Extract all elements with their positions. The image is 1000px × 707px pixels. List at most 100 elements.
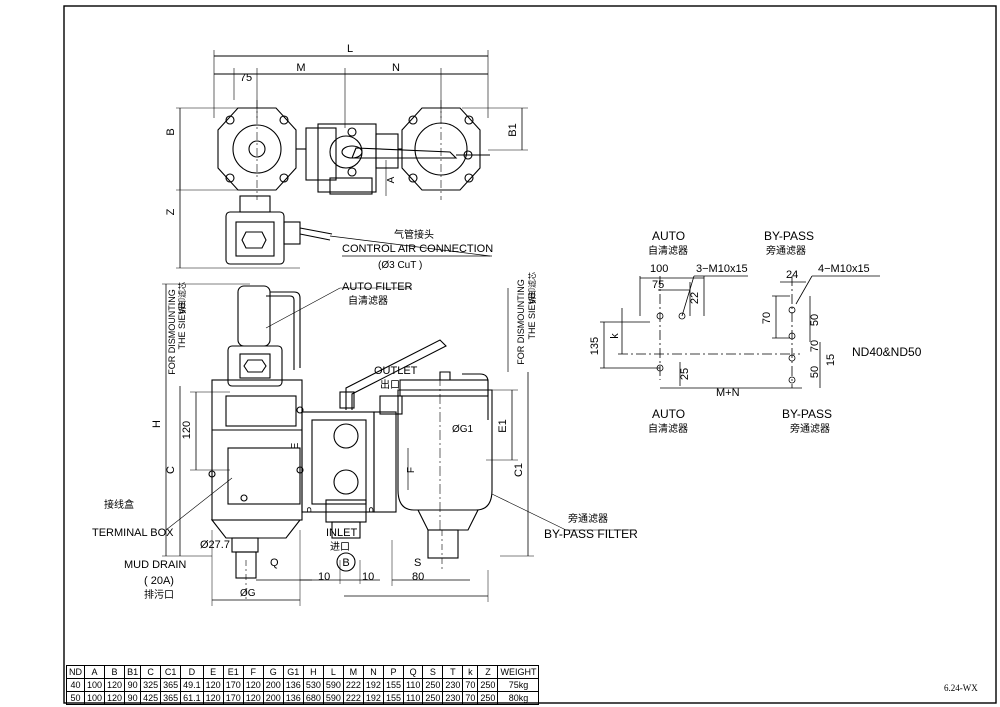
table-cell: 155: [382, 678, 404, 692]
table-cell: k: [462, 665, 479, 679]
table-cell: 680: [302, 691, 324, 705]
table-cell: F: [242, 665, 264, 679]
table-cell: 120: [202, 678, 224, 692]
detail-dim-50a: 50: [809, 314, 821, 326]
table-cell: 250: [477, 691, 499, 705]
bypass-filter-cn: 旁通滤器: [568, 512, 608, 525]
table-cell: 120: [104, 678, 126, 692]
detail-bypass2-en: BY-PASS: [782, 407, 832, 421]
detail-dim-k: k: [609, 333, 621, 339]
table-cell: 325: [140, 678, 162, 692]
table-cell: 170: [222, 678, 244, 692]
table-cell: 75kg: [497, 678, 540, 692]
table-cell: 230: [442, 678, 464, 692]
table-cell: G1: [282, 665, 304, 679]
table-cell: 155: [382, 691, 404, 705]
table-cell: 110: [402, 678, 424, 692]
dim-27-7: Ø27.7: [200, 539, 230, 551]
inlet-cn: 进口: [330, 541, 350, 553]
table-cell: 110: [402, 691, 424, 705]
detail-dim-50b: 50: [809, 366, 821, 378]
table-cell: 230: [442, 691, 464, 705]
dim-80: 80: [412, 571, 424, 583]
detail-dim-15: 15: [825, 354, 837, 366]
table-cell: ND: [66, 665, 85, 679]
dim-P-left: P: [306, 506, 317, 513]
drawing-code: 6.24-WX: [944, 683, 978, 693]
table-cell: 530: [302, 678, 324, 692]
table-cell: C: [140, 665, 162, 679]
auto-filter-en: AUTO FILTER: [342, 281, 413, 293]
table-cell: B1: [124, 665, 142, 679]
mud-drain-en: MUD DRAIN: [124, 559, 186, 571]
dim-10-right: 10: [362, 571, 374, 583]
table-cell: G: [262, 665, 284, 679]
table-cell: 200: [262, 678, 284, 692]
dismount-left-en1: FOR DISMOUNTING: [167, 289, 177, 375]
auto-filter-cn: 自清滤器: [348, 294, 388, 307]
detail-dim-25: 25: [679, 368, 691, 380]
table-cell: 100: [83, 691, 106, 705]
dim-A: A: [386, 176, 397, 183]
table-cell: M: [342, 665, 364, 679]
dim-G: ØG: [240, 588, 256, 599]
table-cell: 250: [477, 678, 499, 692]
detail-bypass-cn: 旁通滤器: [766, 244, 806, 257]
detail-dim-75: 75: [652, 279, 664, 291]
table-cell: L: [322, 665, 344, 679]
terminal-box-cn: 接线盒: [104, 498, 134, 511]
dim-L: L: [347, 43, 353, 55]
table-cell: 70: [462, 678, 479, 692]
detail-nd-size: ND40&ND50: [852, 345, 922, 359]
dim-N: N: [392, 62, 400, 74]
table-cell: D: [180, 665, 204, 679]
table-cell: 70: [462, 691, 479, 705]
dim-P-right: P: [368, 506, 379, 513]
outlet-en: OUTLET: [374, 365, 418, 377]
detail-dim-135: 135: [589, 337, 601, 355]
table-cell: 425: [140, 691, 162, 705]
table-cell: 50: [66, 691, 85, 705]
dim-E1: E1: [497, 419, 509, 432]
dim-B: B: [165, 128, 177, 135]
dim-Q: Q: [270, 557, 279, 569]
dismount-right-en1: FOR DISMOUNTING: [516, 279, 526, 365]
table-cell: 192: [362, 691, 384, 705]
detail-dim-MN: M+N: [716, 387, 740, 399]
table-cell: WEIGHT: [497, 665, 540, 679]
table-cell: 170: [222, 691, 244, 705]
table-cell: 250: [422, 678, 444, 692]
table-cell: S: [422, 665, 444, 679]
dim-C: C: [165, 466, 177, 474]
table-cell: 120: [202, 691, 224, 705]
detail-dim-100: 100: [650, 263, 668, 275]
dim-M: M: [296, 62, 305, 74]
table-cell: Q: [402, 665, 424, 679]
top-view: [176, 50, 528, 269]
air-connection-size: (Ø3 CuT ): [378, 260, 422, 271]
table-cell: 200: [262, 691, 284, 705]
dismount-right-cn: 拆卸滤芯: [527, 272, 537, 304]
table-cell: P: [382, 665, 404, 679]
dim-G1: ØG1: [452, 424, 474, 435]
dismount-left-cn: 拆卸滤芯: [177, 282, 187, 314]
dismount-right-en2: THE SIEVE: [527, 292, 537, 339]
table-cell: T: [442, 665, 464, 679]
dim-120: 120: [181, 421, 193, 439]
dim-S: S: [414, 557, 421, 569]
table-cell: 40: [66, 678, 85, 692]
table-cell: 222: [342, 691, 364, 705]
annotation-labels: L M N 75 B B1 Z A 气管接头 CONTROL AIR CONNE…: [92, 43, 922, 601]
table-cell: 120: [242, 678, 264, 692]
detail-4-m10x15: 4−M10x15: [818, 263, 870, 275]
table-cell: 90: [124, 691, 142, 705]
outlet-cn: 出口: [380, 378, 400, 391]
air-connection-cn: 气管接头: [394, 228, 434, 241]
table-cell: 136: [282, 691, 304, 705]
table-cell: E1: [222, 665, 244, 679]
